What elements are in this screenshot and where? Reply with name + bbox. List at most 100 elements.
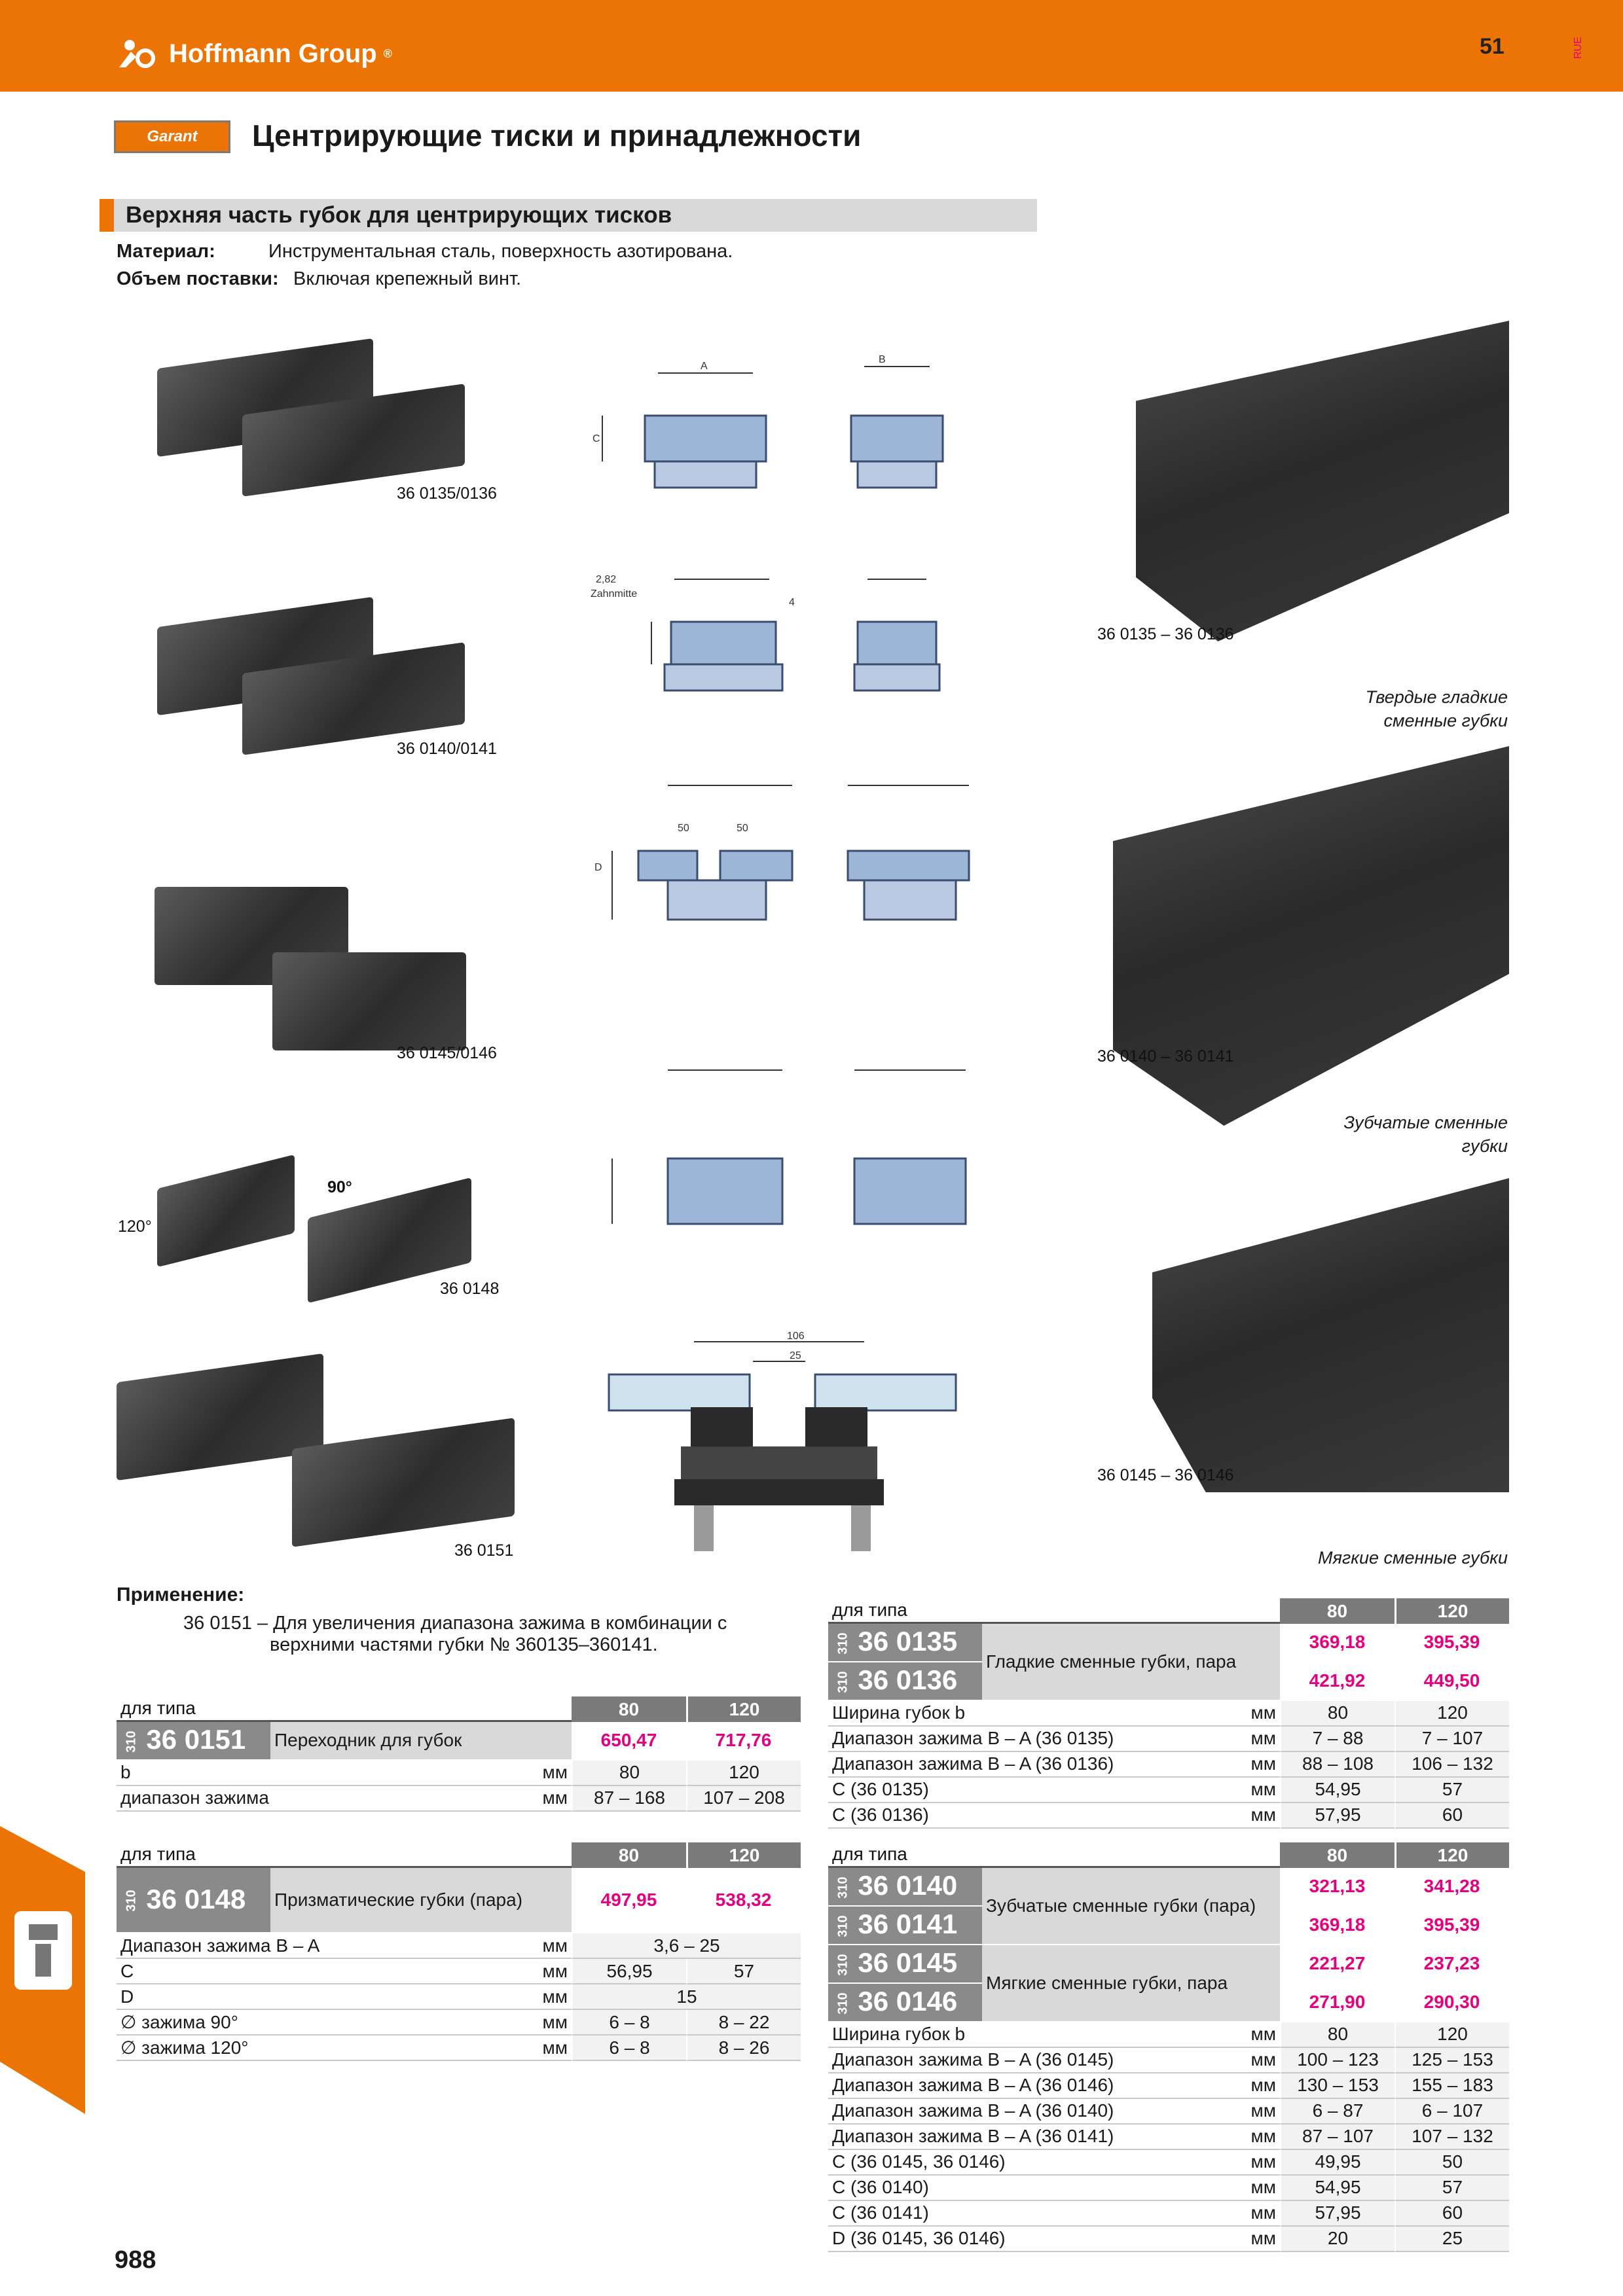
row-unit: мм — [1221, 2022, 1280, 2048]
drawing-jaw-side-4 — [853, 1157, 967, 1225]
drawing-vise-pin-left — [694, 1505, 714, 1551]
row-value: 7 – 107 — [1395, 1726, 1509, 1752]
row-value: 107 – 208 — [686, 1785, 801, 1812]
drawing-base-side-3 — [863, 879, 957, 921]
row-value: 6 – 107 — [1395, 2098, 1509, 2125]
row-value: 54,95 — [1280, 1777, 1395, 1803]
article-code: 36 0151 — [146, 1724, 246, 1755]
jaw-caption-line1: Мягкие сменные губки — [1318, 1548, 1508, 1568]
drawing-base-3 — [666, 879, 767, 921]
article-prefix: 310 — [835, 1876, 850, 1899]
dim-b-label: B — [879, 354, 886, 365]
row-name: C (36 0136) — [828, 1803, 1222, 1829]
article-prefix: 310 — [835, 1671, 850, 1693]
row-value: 6 – 8 — [572, 2010, 686, 2036]
price-120: 717,76 — [686, 1722, 801, 1761]
article-number: 310 36 0151 — [117, 1722, 270, 1761]
row-name: C (36 0141) — [828, 2201, 1222, 2227]
col-80: 80 — [1280, 1842, 1395, 1868]
price-80: 321,13 — [1280, 1868, 1395, 1907]
row-unit: мм — [1221, 2125, 1280, 2150]
row-value: 3,6 – 25 — [572, 1933, 801, 1959]
row-value: 50 — [1395, 2149, 1509, 2176]
header-bar — [0, 0, 1623, 92]
row-value: 20 — [1280, 2226, 1395, 2252]
drawing-base-2 — [663, 663, 784, 692]
row-name: C (36 0145, 36 0146) — [828, 2150, 1222, 2176]
row-name: Диапазон зажима B – A (36 0140) — [828, 2099, 1222, 2125]
row-value: 60 — [1395, 2200, 1509, 2227]
row-value: 6 – 8 — [572, 2036, 686, 2061]
supply-line: Объем поставки:Включая крепежный винт. — [117, 268, 521, 290]
article-description: Призматические губки (пара) — [270, 1868, 572, 1933]
row-value: 60 — [1395, 1803, 1509, 1829]
row-unit: мм — [292, 1761, 572, 1786]
jaw-photo-soft — [1152, 1178, 1509, 1492]
price-120: 395,39 — [1395, 1624, 1509, 1662]
row-value: 54,95 — [1280, 2175, 1395, 2201]
dim-50-label: 50 — [737, 823, 748, 834]
row-name: b — [117, 1761, 293, 1786]
row-unit: мм — [1221, 2048, 1280, 2073]
drawing-vise-jaw-right — [805, 1407, 867, 1446]
dim-d-label: D — [594, 862, 602, 873]
col-120: 120 — [1395, 1598, 1509, 1624]
row-value: 155 – 183 — [1395, 2073, 1509, 2099]
row-value: 88 – 108 — [1280, 1751, 1395, 1778]
article-prefix: 310 — [835, 1992, 850, 2015]
row-unit: мм — [1221, 2227, 1280, 2252]
row-value: 15 — [572, 1984, 801, 2010]
col-80: 80 — [1280, 1598, 1395, 1624]
row-unit: мм — [1221, 1701, 1280, 1727]
article-code: 36 0140 — [858, 1870, 958, 1901]
row-name: диапазон зажима — [117, 1786, 293, 1812]
row-name: Диапазон зажима B – A (36 0136) — [828, 1752, 1222, 1778]
material-label: Материал: — [117, 241, 215, 262]
row-name: D — [117, 1984, 456, 2010]
drawing-softjaw-right-3 — [719, 850, 793, 882]
article-prefix: 310 — [124, 1890, 139, 1912]
article-code: 36 0145 — [858, 1946, 958, 1978]
catalog-page-number: 51 — [1480, 34, 1504, 59]
drawing-base-side-2 — [853, 663, 941, 692]
row-name: Ширина губок b — [828, 2022, 1222, 2048]
row-value: 57,95 — [1280, 1803, 1395, 1829]
dim-a-label: A — [701, 361, 708, 372]
jaw-photo-toothed — [1113, 746, 1509, 1126]
article-description: Зубчатые сменные губки (пара) — [982, 1868, 1280, 1945]
price-120: 395,39 — [1395, 1907, 1509, 1945]
brand-name: Hoffmann Group — [169, 39, 377, 68]
row-value: 106 – 132 — [1395, 1751, 1509, 1778]
product-photo-0151b — [292, 1418, 515, 1547]
dim-106-label: 106 — [787, 1331, 805, 1342]
price-120: 341,28 — [1395, 1868, 1509, 1907]
drawing-vise-base — [674, 1479, 884, 1505]
article-prefix: 310 — [835, 1915, 850, 1937]
side-tab[interactable] — [0, 1826, 92, 2114]
drawing-jaw-front-2 — [670, 620, 777, 666]
row-value: 7 – 88 — [1280, 1726, 1395, 1752]
row-unit: мм — [456, 1984, 572, 2010]
drawing-adapter-right — [814, 1373, 957, 1412]
price-120: 290,30 — [1395, 1984, 1509, 2022]
brand-logo[interactable]: Hoffmann Group® — [117, 34, 392, 73]
price-80: 369,18 — [1280, 1624, 1395, 1662]
dim-c-label: C — [593, 433, 600, 444]
article-prefix: 310 — [124, 1731, 139, 1753]
photo-label: 36 0148 — [440, 1280, 500, 1298]
price-120: 538,32 — [686, 1868, 801, 1933]
dim-282-label: 2,82 — [596, 574, 616, 585]
